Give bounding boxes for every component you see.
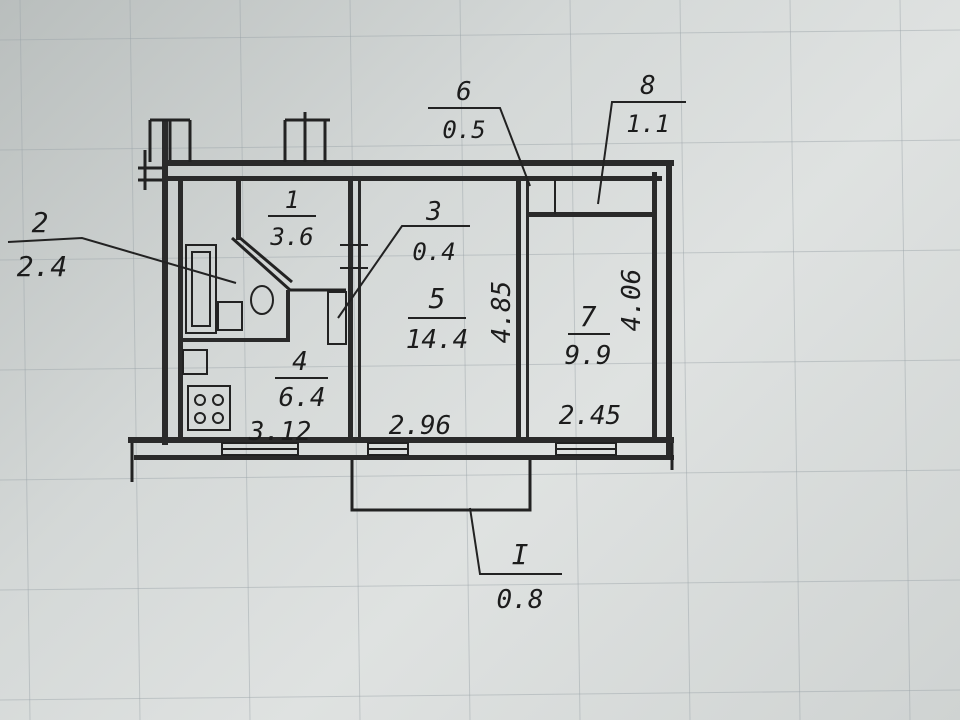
fixtures bbox=[182, 244, 274, 431]
room-8-area: 1.1 bbox=[626, 110, 669, 138]
kitchen-sink bbox=[182, 349, 208, 375]
room-4-number: 4 bbox=[292, 347, 308, 377]
room-1-area: 3.6 bbox=[269, 223, 313, 251]
bathtub-inner bbox=[191, 251, 211, 327]
room-6-number: 6 bbox=[456, 77, 472, 107]
bottom-wall bbox=[128, 437, 674, 443]
room-5-number: 5 bbox=[429, 282, 446, 315]
closet-3-outline bbox=[327, 291, 347, 345]
wall-bath bbox=[236, 180, 241, 240]
wall-bath-right bbox=[286, 290, 290, 342]
balcony-area: 0.8 bbox=[497, 585, 544, 615]
leader-room-6 bbox=[428, 107, 531, 187]
room-4-area: 6.4 bbox=[279, 383, 326, 413]
wall-kitchen-bath bbox=[183, 338, 288, 342]
wall-closet-8 bbox=[528, 212, 652, 217]
room-5-area: 14.4 bbox=[406, 325, 469, 355]
wall-living-bedroom bbox=[516, 180, 521, 438]
room-3-number: 3 bbox=[425, 197, 442, 227]
windows bbox=[221, 442, 617, 456]
room-7-number: 7 bbox=[580, 300, 597, 333]
burner-2 bbox=[212, 394, 224, 406]
dim-bedroom-depth: 4.06 bbox=[617, 269, 647, 332]
sink bbox=[217, 301, 243, 331]
wall-living-bedroom-2 bbox=[526, 180, 529, 438]
leader-balcony bbox=[469, 507, 562, 575]
burner-3 bbox=[194, 412, 206, 424]
balcony-outline bbox=[350, 460, 532, 512]
right-wall-inner bbox=[652, 172, 657, 442]
wall-hall-diagonal-2 bbox=[239, 236, 293, 284]
stack-left bbox=[148, 118, 192, 162]
leader-lines bbox=[7, 101, 686, 575]
left-wall bbox=[162, 120, 168, 445]
room-8-number: 8 bbox=[640, 71, 656, 101]
top-wall-inner bbox=[162, 176, 662, 181]
interior-walls bbox=[183, 180, 652, 438]
room-1-number: 1 bbox=[285, 186, 299, 214]
room-6-area: 0.5 bbox=[442, 116, 485, 144]
stack-right bbox=[283, 112, 330, 162]
burner-1 bbox=[194, 394, 206, 406]
room-2-area: 2.4 bbox=[17, 250, 68, 283]
dim-kitchen-width: 3.12 bbox=[248, 417, 312, 447]
stove bbox=[187, 385, 231, 431]
right-wall bbox=[666, 160, 672, 460]
toilet bbox=[250, 285, 274, 315]
wall-kitchen-living bbox=[348, 180, 353, 438]
stack-vent bbox=[138, 150, 162, 190]
ventilation-stacks bbox=[138, 112, 330, 190]
outer-walls bbox=[128, 120, 674, 482]
left-wall-inner bbox=[178, 176, 183, 441]
leader-room-2 bbox=[7, 236, 237, 284]
bathtub bbox=[185, 244, 217, 334]
balcony-number: I bbox=[512, 538, 529, 571]
bottom-wall-outer bbox=[134, 455, 674, 460]
room-3-area: 0.4 bbox=[412, 238, 455, 266]
room-2-number: 2 bbox=[32, 206, 49, 239]
top-wall bbox=[162, 160, 674, 166]
burner-4 bbox=[212, 412, 224, 424]
wall-kitchen-living-2 bbox=[358, 180, 361, 438]
leader-room-3 bbox=[337, 225, 470, 319]
room-7-area: 9.9 bbox=[565, 341, 612, 371]
leader-room-8 bbox=[597, 101, 686, 205]
dim-living-depth: 4.85 bbox=[487, 281, 517, 344]
dim-bedroom-width: 2.45 bbox=[559, 401, 622, 431]
dim-living-width: 2.96 bbox=[389, 411, 452, 441]
